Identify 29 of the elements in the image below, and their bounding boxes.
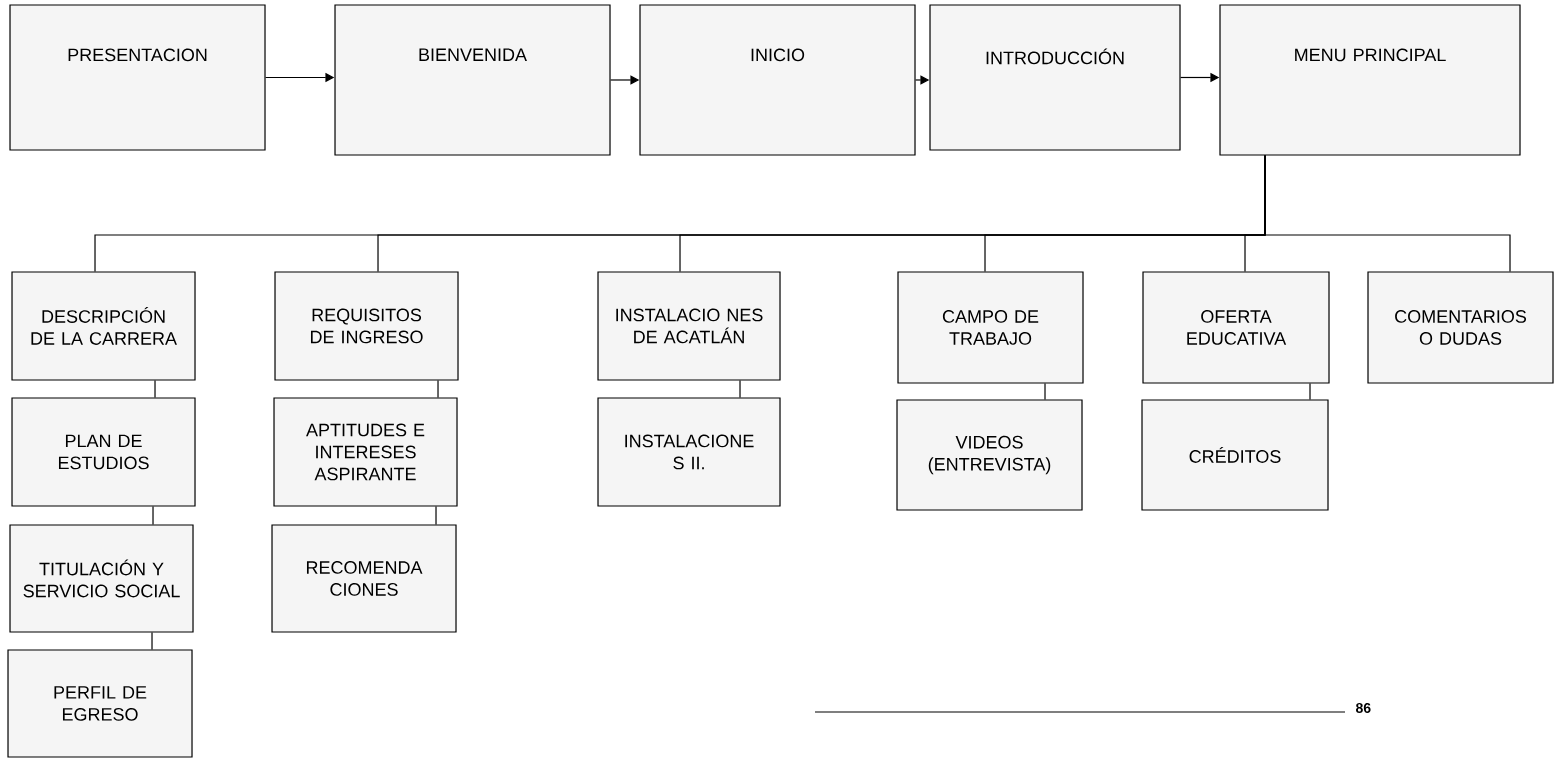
process-box: CRÉDITOS bbox=[1141, 399, 1329, 511]
process-box: INSTALACIO NES DE ACATLÁN bbox=[597, 271, 781, 381]
process-box: INTRODUCCIÓN bbox=[929, 4, 1181, 151]
process-box: CAMPO DE TRABAJO bbox=[897, 271, 1084, 384]
process-box: RECOMENDA CIONES bbox=[271, 524, 457, 633]
process-box: PRESENTACION bbox=[9, 4, 266, 151]
process-box: PLAN DE ESTUDIOS bbox=[11, 397, 196, 507]
process-box: OFERTA EDUCATIVA bbox=[1142, 271, 1330, 384]
connector-line bbox=[1309, 383, 1311, 400]
connector-line bbox=[151, 632, 153, 650]
process-box: TITULACIÓN Y SERVICIO SOCIAL bbox=[9, 524, 194, 633]
connector-line bbox=[437, 380, 439, 398]
connector-line bbox=[435, 506, 437, 525]
process-box: APTITUDES E INTERESES ASPIRANTE bbox=[273, 397, 458, 507]
process-box: INSTALACIONE S II. bbox=[597, 397, 781, 507]
process-box: BIENVENIDA bbox=[334, 4, 611, 156]
process-box: VIDEOS (ENTREVISTA) bbox=[896, 399, 1083, 511]
connector-line bbox=[739, 380, 741, 398]
process-box: MENU PRINCIPAL bbox=[1219, 4, 1521, 156]
process-box: DESCRIPCIÓN DE LA CARRERA bbox=[11, 271, 196, 381]
connector-line bbox=[154, 380, 156, 398]
connector-line bbox=[152, 506, 154, 525]
process-box: PERFIL DE EGRESO bbox=[7, 649, 193, 758]
process-box: INICIO bbox=[639, 4, 916, 156]
connector-line bbox=[1044, 383, 1046, 400]
connector-line bbox=[1264, 155, 1511, 272]
page-number: 86 bbox=[1356, 703, 1371, 713]
process-box: REQUISITOS DE INGRESO bbox=[274, 271, 459, 381]
process-box: COMENTARIOS O DUDAS bbox=[1367, 271, 1554, 384]
